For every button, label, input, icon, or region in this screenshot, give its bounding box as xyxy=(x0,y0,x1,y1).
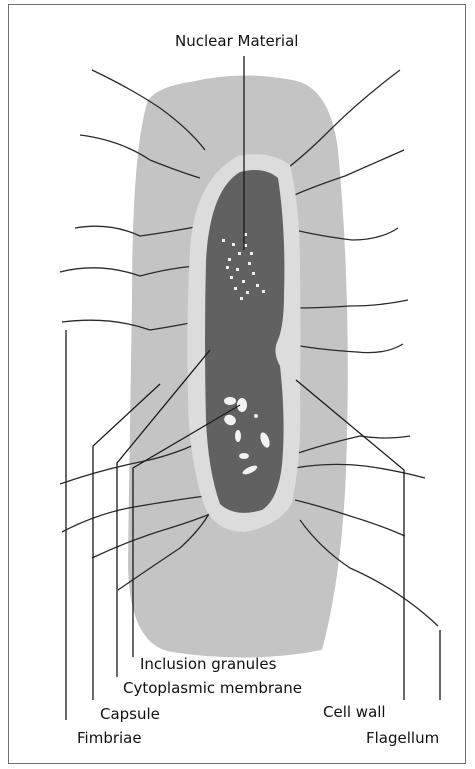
label-capsule: Capsule xyxy=(100,705,160,723)
label-flagellum: Flagellum xyxy=(366,729,439,747)
label-nuclear-material: Nuclear Material xyxy=(175,32,298,50)
label-cytoplasmic-membrane: Cytoplasmic membrane xyxy=(123,679,302,697)
label-fimbriae: Fimbriae xyxy=(77,729,142,747)
label-cell-wall: Cell wall xyxy=(323,703,386,721)
label-inclusion-granules: Inclusion granules xyxy=(140,655,277,673)
cytoplasm-shape xyxy=(205,170,284,513)
